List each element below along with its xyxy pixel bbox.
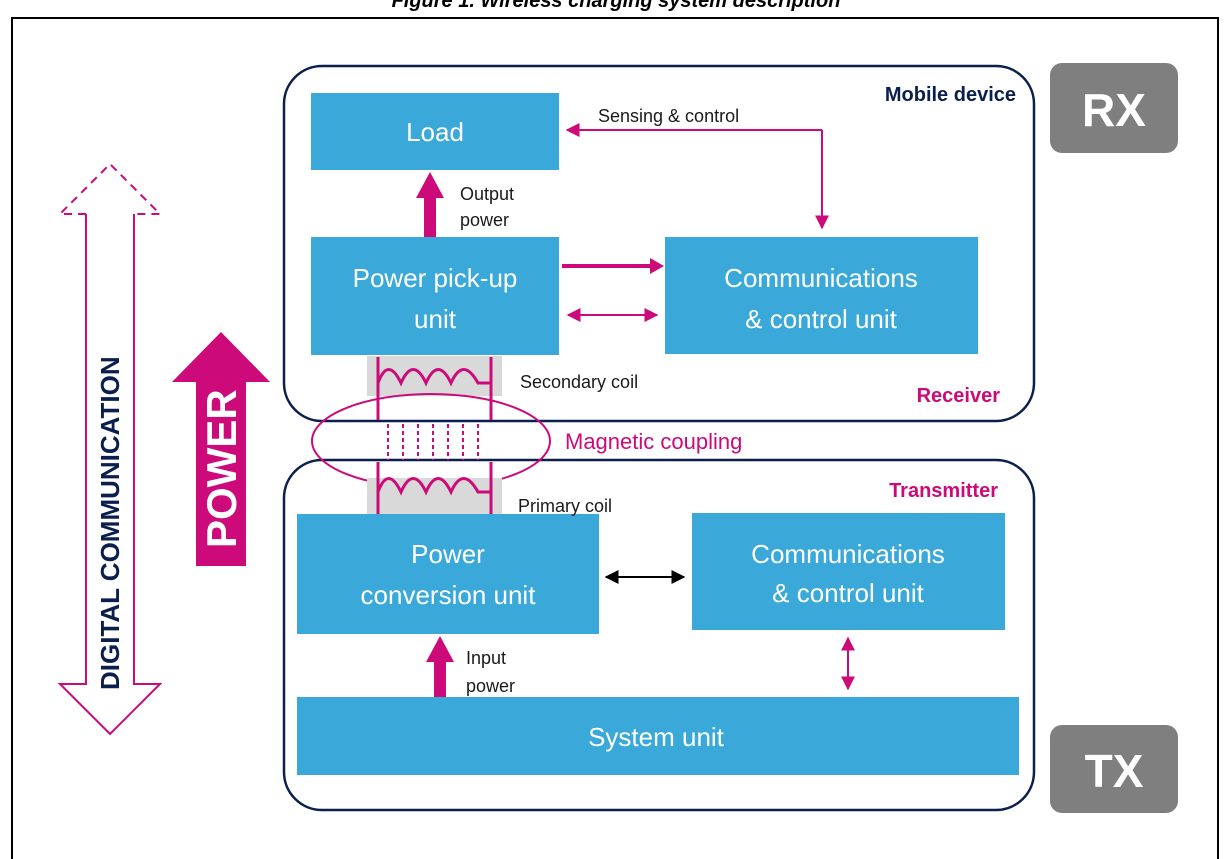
tx-badge-text: TX	[1085, 745, 1144, 797]
figure-frame	[11, 17, 1219, 859]
power-conversion-label-line1: Power	[411, 539, 485, 569]
load-block	[311, 93, 559, 170]
primary-coil	[367, 462, 502, 514]
figure-title: Figure 1. Wireless charging system descr…	[392, 0, 841, 12]
mobile-device-label: Mobile device	[885, 84, 1016, 106]
tx-comm-label-line1: Communications	[751, 539, 945, 569]
tx-badge	[1050, 725, 1178, 813]
system-unit-block	[297, 697, 1019, 775]
power-pickup-block	[311, 237, 559, 355]
rx-comm-control-block	[665, 237, 978, 354]
power-arrow-label: POWER	[198, 389, 245, 548]
rx-comm-label-line1: Communications	[724, 263, 918, 293]
tx-comm-label-line2: & control unit	[772, 578, 925, 608]
primary-coil-label: Primary coil	[518, 496, 612, 516]
power-conversion-block	[297, 514, 599, 634]
tx-comm-control-block	[692, 513, 1005, 630]
secondary-coil	[367, 356, 502, 420]
input-power-arrow	[426, 636, 454, 697]
receiver-label: Receiver	[917, 385, 1001, 407]
magnetic-coupling-label: Magnetic coupling	[565, 429, 742, 454]
input-power-label-line1: Input	[466, 648, 506, 668]
power-conversion-label-line2: conversion unit	[361, 580, 537, 610]
pickup-to-comm-power-arrowhead	[650, 258, 664, 274]
secondary-coil-label: Secondary coil	[520, 372, 638, 392]
rx-badge	[1050, 63, 1178, 153]
rx-badge-text: RX	[1082, 84, 1146, 136]
power-pickup-label-line1: Power pick-up	[353, 263, 518, 293]
output-power-label-line2: power	[460, 210, 509, 230]
magnetic-field-lines	[387, 424, 479, 460]
rx-comm-label-line2: & control unit	[745, 304, 898, 334]
sensing-control-label: Sensing & control	[598, 106, 739, 126]
output-power-arrow	[416, 172, 444, 237]
load-block-label: Load	[406, 117, 464, 147]
system-unit-label: System unit	[588, 722, 725, 752]
digital-communication-arrow	[57, 162, 163, 736]
power-pickup-label-line2: unit	[414, 304, 457, 334]
power-arrow	[172, 332, 270, 566]
transmitter-label: Transmitter	[889, 480, 998, 502]
digital-communication-label: DIGITAL COMMUNICATION	[95, 356, 125, 690]
input-power-label-line2: power	[466, 676, 515, 696]
output-power-label-line1: Output	[460, 184, 514, 204]
